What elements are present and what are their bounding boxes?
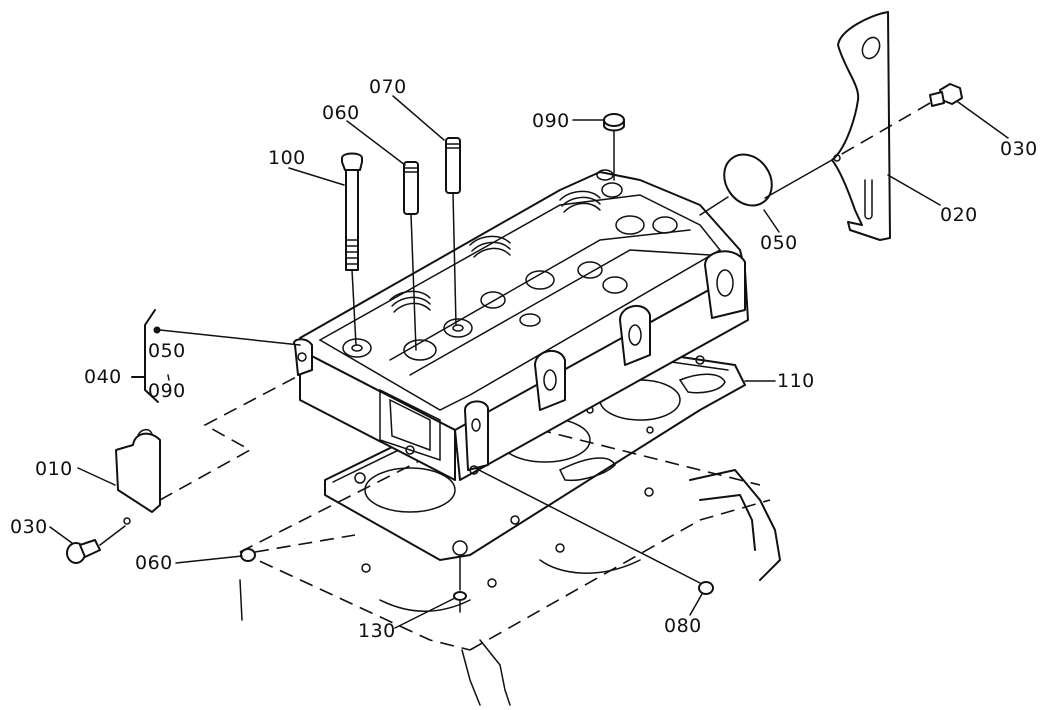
stud-080 (445, 137, 461, 326)
callout-040-090: 090 (148, 380, 186, 402)
leader-070 (346, 120, 406, 166)
leader-050 (763, 209, 780, 233)
callout-130: 130 (358, 620, 396, 642)
o-ring-130 (453, 554, 467, 613)
callout-050: 050 (760, 232, 798, 254)
leader-100 (288, 167, 345, 186)
leader-030-front (49, 526, 73, 544)
head-bolt-100 (341, 152, 363, 346)
callout-040: 040 (84, 366, 122, 388)
callout-020: 020 (940, 204, 978, 226)
plug-050 (699, 153, 833, 216)
leader-130 (394, 597, 456, 629)
callout-090: 090 (532, 110, 570, 132)
stud-070 (403, 161, 419, 351)
bracket-dash-guide (159, 374, 301, 501)
callout-100: 100 (268, 147, 306, 169)
callout-060-right: 080 (664, 615, 702, 637)
leader-080 (392, 95, 445, 141)
leader-020 (887, 174, 941, 206)
leader-060-right (689, 593, 703, 616)
callout-030-rear: 030 (1000, 138, 1038, 160)
engine-block-outline (239, 419, 781, 706)
rear-bracket-020 (831, 11, 891, 241)
dowel-pin-060-left (240, 534, 356, 562)
callout-060-left: 060 (135, 552, 173, 574)
callout-080: 070 (369, 76, 407, 98)
dowel-pin-060-right (474, 467, 714, 595)
front-bracket-010 (115, 428, 161, 525)
head-ports (342, 169, 678, 361)
leader-lines (49, 95, 1009, 629)
callout-030-front: 030 (10, 516, 48, 538)
leader-030-rear (957, 101, 1009, 139)
callout-110: 110 (777, 370, 815, 392)
bolt-030-rear (834, 83, 963, 159)
washer-090 (603, 113, 625, 181)
valve-springs (389, 190, 601, 313)
bolt-030-front (66, 525, 126, 564)
leader-060-left (175, 555, 243, 564)
callout-010: 010 (35, 458, 73, 480)
callout-040-050: 050 (148, 340, 186, 362)
cylinder-head (293, 169, 749, 481)
kit-040-bracket (131, 309, 301, 403)
leader-010 (77, 467, 116, 486)
callout-070: 060 (322, 102, 360, 124)
